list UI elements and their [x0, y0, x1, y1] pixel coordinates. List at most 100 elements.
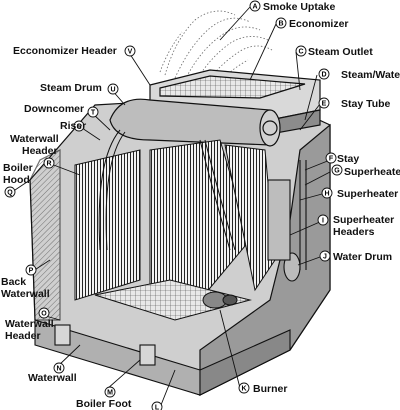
- callout-circle: [325, 152, 337, 164]
- label-boiler-foot: Boiler Foot: [76, 398, 132, 410]
- callout-marker-r: R: [43, 157, 55, 169]
- label-superheater-h: Superheater: [337, 188, 399, 200]
- callout-marker-h: H: [321, 187, 333, 199]
- label-waterwall-header-r-line2: Header: [22, 145, 58, 157]
- callout-circle: [73, 120, 85, 132]
- callout-circle: [318, 97, 330, 109]
- callout-letter: O: [41, 311, 47, 318]
- callout-circle: [249, 0, 261, 12]
- callout-letter: F: [329, 156, 334, 163]
- callout-circle: [151, 401, 163, 410]
- callout-marker-o: O: [38, 307, 50, 319]
- label-stay-tube: Stay Tube: [341, 98, 391, 110]
- callout-marker-c: C: [295, 45, 307, 57]
- label-waterwall-n: Waterwall: [28, 372, 77, 384]
- callout-marker-i: I: [317, 214, 329, 226]
- callout-marker-s: S: [73, 120, 85, 132]
- callout-circle: [53, 362, 65, 374]
- callout-marker-e: E: [318, 97, 330, 109]
- furnace-floor: [94, 279, 252, 321]
- callout-circle: [295, 45, 307, 57]
- callout-letter: Q: [7, 190, 13, 197]
- callout-marker-a: A: [249, 0, 261, 12]
- callout-circle: [275, 17, 287, 29]
- callout-circle: [87, 106, 99, 118]
- callout-letter: T: [91, 110, 96, 117]
- callout-circle: [317, 214, 329, 226]
- label-superheater-headers-line2: Headers: [333, 226, 375, 238]
- callout-circles: A B C D E FG H I J K L M N O P Q R S T U V: [4, 0, 343, 410]
- label-superheater-g: Superheate: [344, 166, 400, 178]
- callout-letter: I: [322, 218, 324, 225]
- callout-letter: J: [323, 254, 327, 261]
- callout-letter: S: [77, 124, 82, 131]
- callout-letter: P: [29, 268, 34, 275]
- callout-marker-n: N: [53, 362, 65, 374]
- callout-letter: N: [56, 366, 61, 373]
- label-back-waterwall: Back Waterwall: [1, 276, 50, 300]
- callout-circle: [25, 264, 37, 276]
- label-steam-water: Steam/Wate: [341, 69, 400, 81]
- callout-circle: [321, 187, 333, 199]
- callout-letter: H: [324, 191, 329, 198]
- label-economizer-header: Ecconomizer Header: [13, 45, 117, 57]
- callout-letter: B: [278, 21, 283, 28]
- callout-letter: U: [110, 87, 115, 94]
- label-boiler-hood-line2: Hood: [3, 174, 30, 186]
- callout-marker-l: L: [151, 401, 163, 410]
- callout-letter: G: [334, 168, 340, 175]
- label-riser: Riser: [60, 120, 87, 132]
- callout-circle: [238, 382, 250, 394]
- callout-circle: [43, 157, 55, 169]
- callout-letter: M: [107, 390, 113, 397]
- label-downcomer: Downcomer: [24, 103, 85, 115]
- label-boiler-hood-line1: Boiler: [3, 162, 33, 174]
- boiler-base: [34, 319, 291, 396]
- label-steam-outlet: Steam Outlet: [308, 46, 373, 58]
- callout-marker-d: D: [318, 68, 330, 80]
- label-economizer: Economizer: [289, 18, 349, 30]
- callout-circle: [4, 186, 16, 198]
- callout-circle: [318, 68, 330, 80]
- label-smoke-uptake: Smoke Uptake: [263, 1, 336, 13]
- callout-circle: [104, 386, 116, 398]
- callout-marker-v: V: [124, 45, 136, 57]
- label-water-drum: Water Drum: [333, 251, 393, 263]
- callout-marker-g: G: [331, 164, 343, 176]
- callout-marker-t: T: [87, 106, 99, 118]
- callout-letter: A: [252, 4, 257, 11]
- callout-circle: [38, 307, 50, 319]
- water-drum: [267, 160, 307, 282]
- label-waterwall-header-r: Waterwall Header: [10, 133, 59, 157]
- callout-letter: L: [155, 405, 160, 410]
- callout-marker-b: B: [275, 17, 287, 29]
- callout-marker-u: U: [107, 83, 119, 95]
- callout-circle: [124, 45, 136, 57]
- callout-marker-f: F: [325, 152, 337, 164]
- callout-letter: K: [241, 386, 246, 393]
- label-waterwall-header-o: Waterwall Header: [5, 318, 54, 342]
- label-waterwall-header-o-line2: Header: [5, 330, 41, 342]
- callout-letter: C: [298, 49, 303, 56]
- callout-marker-m: M: [104, 386, 116, 398]
- label-superheater-headers: Superheater Headers: [333, 214, 394, 238]
- callout-circle: [331, 164, 343, 176]
- callout-circle: [319, 250, 331, 262]
- label-stay: Stay: [337, 153, 360, 165]
- callout-letter: V: [128, 49, 133, 56]
- label-waterwall-header-o-line1: Waterwall: [5, 318, 54, 330]
- label-back-waterwall-line1: Back: [1, 276, 27, 288]
- downcomer-pipes: [98, 129, 236, 251]
- label-waterwall-header-r-line1: Waterwall: [10, 133, 59, 145]
- callout-letter: D: [321, 72, 326, 79]
- callout-marker-k: K: [238, 382, 250, 394]
- label-superheater-headers-line1: Superheater: [333, 214, 395, 226]
- callout-circle: [107, 83, 119, 95]
- steam-drum: [109, 98, 281, 147]
- callout-marker-q: Q: [4, 186, 16, 198]
- label-boiler-hood: Boiler Hood: [3, 162, 33, 186]
- label-steam-drum: Steam Drum: [40, 82, 102, 94]
- callout-marker-p: P: [25, 264, 37, 276]
- callout-letter: R: [46, 161, 51, 168]
